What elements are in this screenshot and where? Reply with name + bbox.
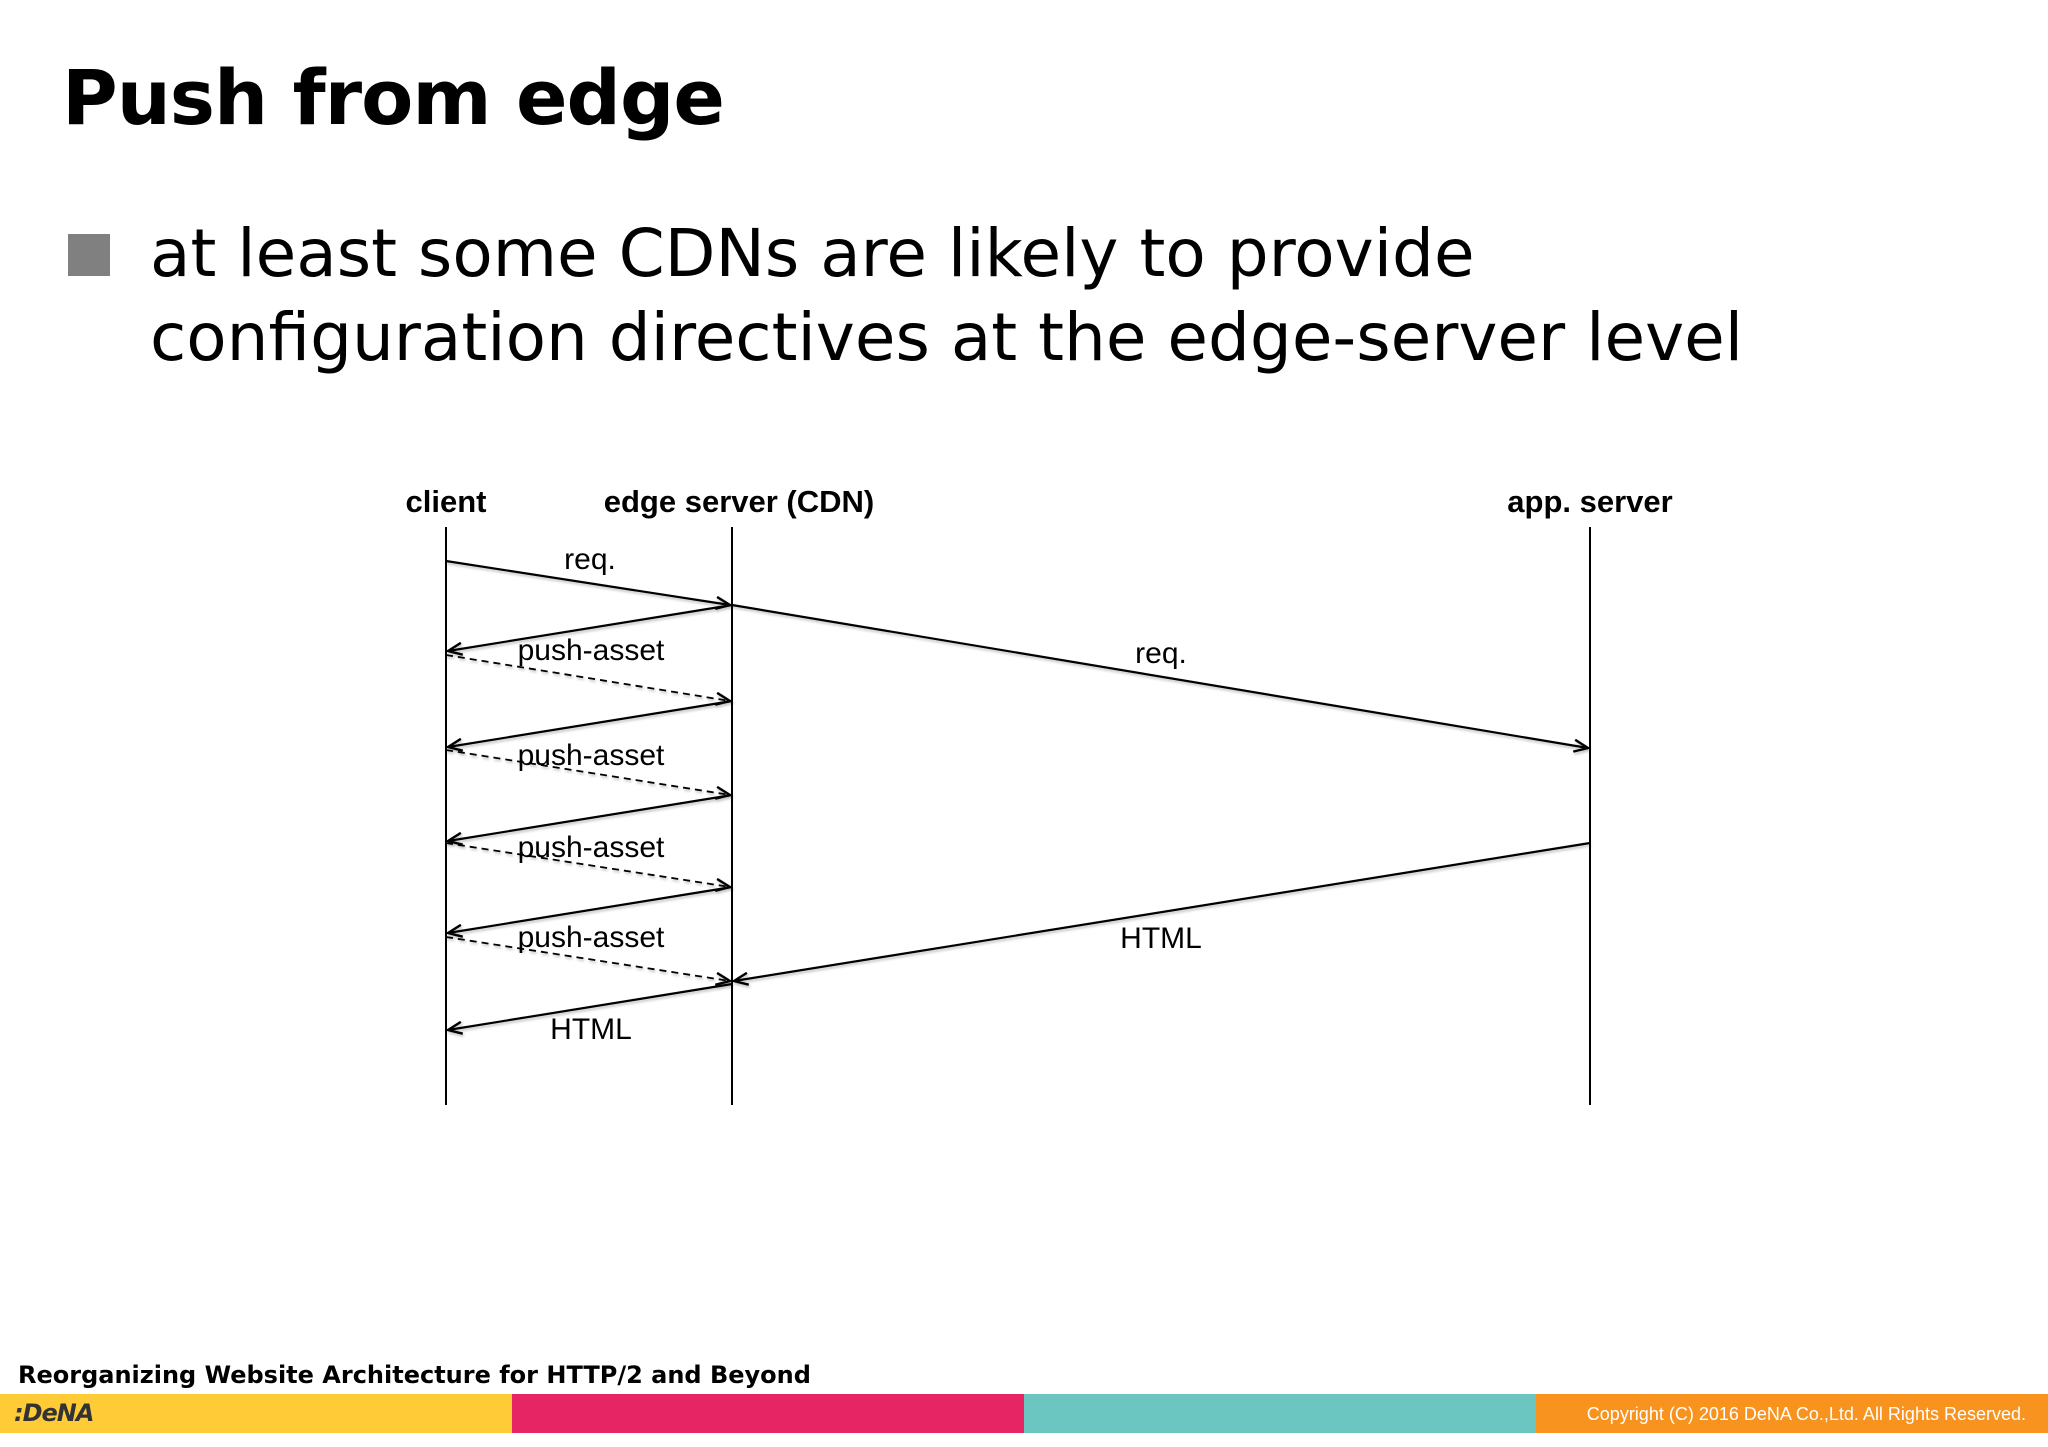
message-arrow-push-asset-1 (448, 603, 733, 651)
bullet-square-icon (68, 234, 110, 276)
message-arrow-push-asset-3 (448, 793, 733, 841)
bullet-text: at least some CDNs are likely to provide… (150, 212, 1950, 380)
participant-edge-server: edge server (CDN) (604, 484, 874, 519)
footer-segment-orange: Copyright (C) 2016 DeNA Co.,Ltd. All Rig… (1536, 1394, 2048, 1433)
message-label-push-asset-3: push-asset (518, 831, 665, 864)
message-label-push-asset-2: push-asset (518, 739, 665, 772)
dena-logo: :DeNA (14, 1399, 94, 1427)
footer-segment-pink (512, 1394, 1024, 1433)
slide-title: Push from edge (62, 53, 725, 142)
footer-segment-yellow: :DeNA (0, 1394, 512, 1433)
copyright-text: Copyright (C) 2016 DeNA Co.,Ltd. All Rig… (1586, 1404, 2026, 1424)
message-arrow-push-asset-2 (448, 699, 733, 747)
footer-color-bar: :DeNA Copyright (C) 2016 DeNA Co.,Ltd. A… (0, 1394, 2048, 1433)
footer-segment-teal (1024, 1394, 1536, 1433)
message-label-req-2: req. (1135, 637, 1187, 670)
bullet-line-2: configuration directives at the edge-ser… (150, 299, 1744, 376)
participant-client: client (406, 484, 487, 519)
participant-app-server: app. server (1507, 484, 1672, 519)
message-label-req-1: req. (564, 543, 616, 576)
message-arrow-req-client-edge (445, 559, 730, 605)
bullet-line-1: at least some CDNs are likely to provide (150, 215, 1475, 292)
message-label-html-client: HTML (550, 1013, 632, 1046)
footer-title: Reorganizing Website Architecture for HT… (18, 1361, 811, 1389)
message-arrow-html-app-edge (734, 841, 1591, 981)
message-arrow-req-edge-app (731, 603, 1588, 748)
message-arrow-push-asset-4 (448, 885, 733, 933)
message-arrow-html-edge-client (448, 982, 733, 1030)
message-label-push-asset-4: push-asset (518, 921, 665, 954)
message-label-push-asset-1: push-asset (518, 634, 665, 667)
message-label-html-app: HTML (1120, 922, 1202, 955)
